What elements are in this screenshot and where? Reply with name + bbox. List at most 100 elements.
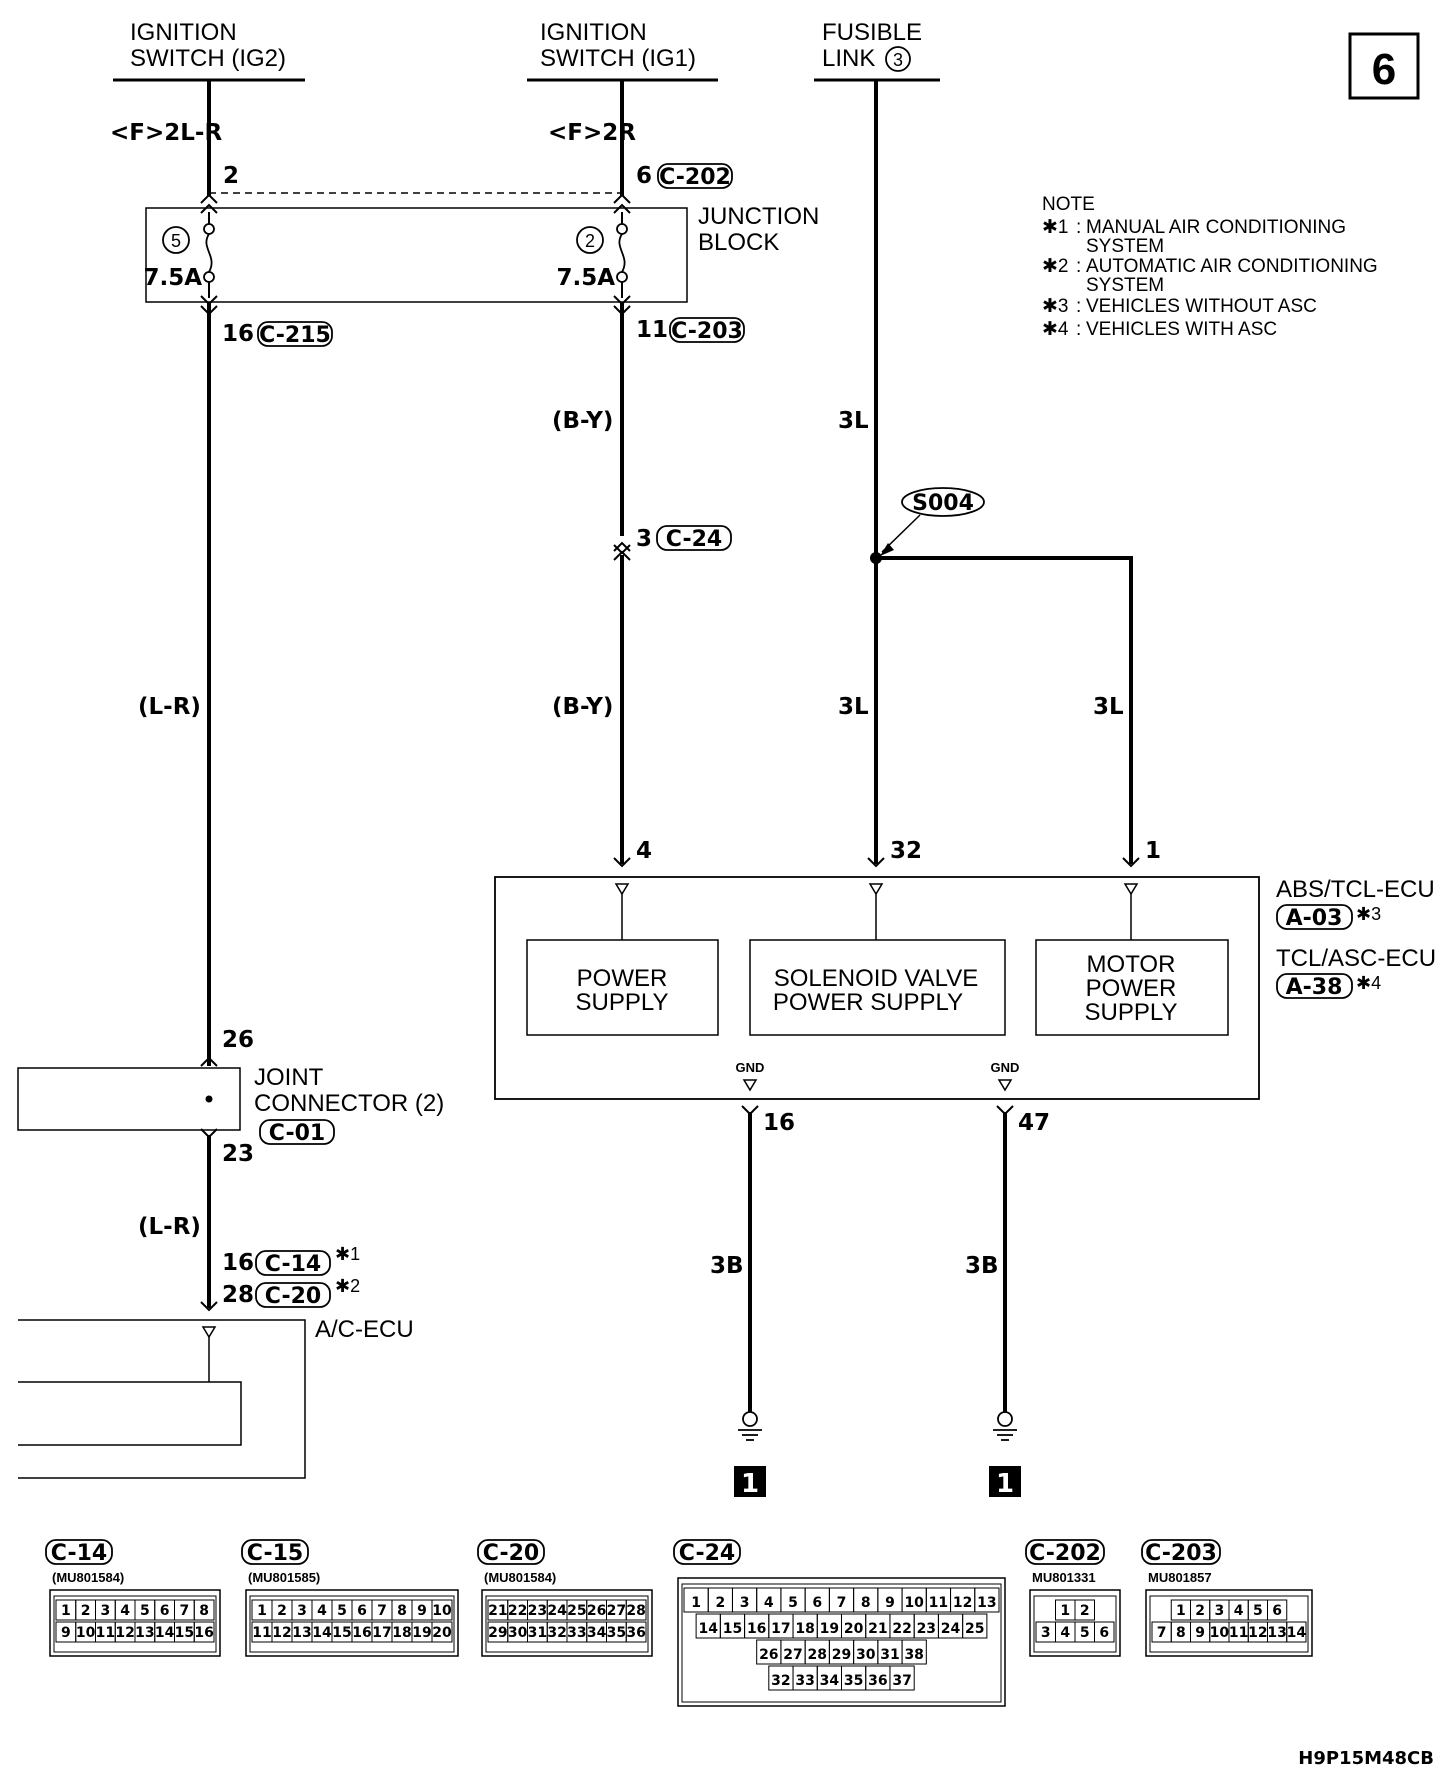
connector-pin: 11 <box>929 1595 948 1611</box>
connector-pin: 4 <box>317 1603 327 1619</box>
connector-pin: 20 <box>432 1625 452 1641</box>
connector-pin: 26 <box>587 1603 606 1619</box>
connector-pin: 31 <box>528 1625 547 1641</box>
connector-pin: 34 <box>587 1625 607 1641</box>
connector-pin: 1 <box>1176 1603 1186 1619</box>
connector-pin: 27 <box>607 1603 626 1619</box>
note-2-line1: AUTOMATIC AIR CONDITIONING <box>1086 256 1378 277</box>
conn-tag-c202-label: C-202 <box>659 165 731 190</box>
connector-pin: 16 <box>747 1621 766 1637</box>
block-solenoid-line1: SOLENOID VALVE <box>774 965 979 992</box>
connector-pin: 32 <box>547 1625 566 1641</box>
connector-pin: 24 <box>941 1621 961 1637</box>
connector-pin: 37 <box>892 1673 911 1689</box>
connector-pin: 8 <box>1176 1625 1186 1641</box>
ac-ecu-mark-2: ✱2 <box>335 1276 360 1296</box>
connector-pin: 8 <box>861 1595 871 1611</box>
connector-pin: 15 <box>332 1625 351 1641</box>
connector-pin: 8 <box>397 1603 407 1619</box>
ecu-name-abs-tcl: ABS/TCL-ECU <box>1276 876 1435 903</box>
notes-title: NOTE <box>1042 194 1095 215</box>
joint-pin-in: 26 <box>222 1027 254 1053</box>
connector-pin: 26 <box>759 1647 778 1663</box>
conn-tag-c203: C-203 <box>669 317 745 344</box>
figure-code: H9P15M48CB <box>1298 1748 1434 1769</box>
connector-pin: 7 <box>1157 1625 1167 1641</box>
ac-ecu-pin-16: 16 <box>222 1250 254 1276</box>
connector-pin: 22 <box>892 1621 911 1637</box>
connector-pin: 36 <box>626 1625 645 1641</box>
source-ig1: IGNITION SWITCH (IG1) <box>527 19 718 82</box>
connector-pin: 21 <box>868 1621 887 1637</box>
connector-pin: 5 <box>337 1603 347 1619</box>
connector-pin: 6 <box>160 1603 170 1619</box>
connector-pin: 11 <box>1229 1625 1248 1641</box>
note-1-colon: : <box>1076 217 1081 238</box>
connector-pin: 6 <box>812 1595 822 1611</box>
ecu-mark-3: ✱3 <box>1356 904 1381 924</box>
connector-pin: 3 <box>101 1603 111 1619</box>
connector-pin: 35 <box>607 1625 626 1641</box>
connector-pin: 14 <box>312 1625 332 1641</box>
connector-view-part: (MU801584) <box>484 1570 556 1585</box>
wire-color-fusible-right: 3L <box>1093 694 1124 720</box>
connector-pin: 7 <box>837 1595 847 1611</box>
connector-pin: 38 <box>904 1647 923 1663</box>
source-fusible-line1: FUSIBLE <box>822 19 922 46</box>
ac-ecu-pin-28: 28 <box>222 1282 254 1308</box>
connector-pin: 25 <box>567 1603 586 1619</box>
connector-pin: 4 <box>1234 1603 1244 1619</box>
connector-pin: 9 <box>1195 1625 1205 1641</box>
ecu-gnd-right: GND <box>991 1060 1020 1075</box>
connector-pin: 29 <box>488 1625 507 1641</box>
connector-pin: 22 <box>508 1603 527 1619</box>
source-fusible-line2: LINK <box>822 45 875 72</box>
connector-pin: 18 <box>392 1625 411 1641</box>
c24-pin: 3 <box>636 526 652 552</box>
connector-pin: 9 <box>417 1603 427 1619</box>
abs-ecu: 4 32 1 POWER SUPPLY SOLENOID VALVE POWER… <box>494 838 1436 1100</box>
connector-pin: 2 <box>1195 1603 1205 1619</box>
ecu-pin-32: 32 <box>890 838 922 864</box>
connector-pin: 30 <box>508 1625 528 1641</box>
connector-pin: 24 <box>547 1603 567 1619</box>
block-solenoid-line2: POWER SUPPLY <box>773 989 963 1016</box>
junction-block-line1: JUNCTION <box>698 203 819 230</box>
connector-pin: 15 <box>723 1621 742 1637</box>
connector-pin: 1 <box>1060 1603 1070 1619</box>
connector-view-id: C-24 <box>679 1541 735 1566</box>
connector-pin: 11 <box>96 1625 115 1641</box>
wire-color-ground-right: 3B <box>965 1253 999 1279</box>
joint-connector-conn: C-01 <box>269 1121 325 1146</box>
connector-view-part: (MU801585) <box>248 1570 320 1585</box>
connector-pin: 33 <box>795 1673 814 1689</box>
source-ig2: IGNITION SWITCH (IG2) <box>113 19 305 82</box>
ecu-gnd-left: GND <box>736 1060 765 1075</box>
connector-pin: 4 <box>1060 1625 1070 1641</box>
conn-tag-c215-label: C-215 <box>259 323 331 348</box>
connector-pin: 19 <box>820 1621 839 1637</box>
conn-tag-c202: C-202 <box>657 163 733 190</box>
connector-pin: 13 <box>977 1595 996 1611</box>
connector-pin: 6 <box>1099 1625 1109 1641</box>
harness-code-ig2: <F>2L-R <box>110 120 222 146</box>
ground-symbol-right: 1 <box>989 1411 1021 1499</box>
note-1-line2: SYSTEM <box>1086 236 1164 257</box>
joint-connector: 26 23 JOINT CONNECTOR (2) C-01 <box>17 1027 444 1167</box>
connector-pin: 12 <box>115 1625 134 1641</box>
connector-pin: 12 <box>953 1595 972 1611</box>
connector-pin: 8 <box>199 1603 209 1619</box>
connector-view-id: C-202 <box>1029 1541 1101 1566</box>
connector-pin: 9 <box>885 1595 895 1611</box>
notes-block: NOTE ✱1 : MANUAL AIR CONDITIONING SYSTEM… <box>1042 194 1378 340</box>
ecu-conn-a38: A-38 <box>1286 975 1343 1000</box>
connector-pin: 16 <box>194 1625 213 1641</box>
ground-wires: 16 47 1 1 <box>734 1105 1050 1499</box>
connector-pin: 35 <box>844 1673 863 1689</box>
ac-ecu-mark-1: ✱1 <box>335 1244 360 1264</box>
jb-pin-out-right: 11 <box>636 317 668 343</box>
note-1-mark: ✱1 <box>1042 217 1069 238</box>
